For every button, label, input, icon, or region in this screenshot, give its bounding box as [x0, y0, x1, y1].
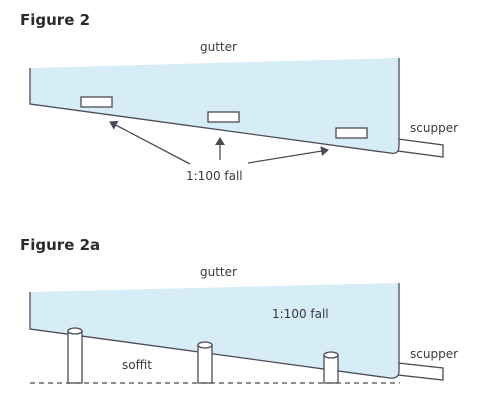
figure-2-outlet-2	[207, 111, 240, 123]
figure-2a-gutter-body	[29, 283, 400, 379]
figure-2a-fall-label: 1:100 fall	[272, 307, 329, 321]
figure-2-outlet-3	[335, 127, 368, 139]
figure-2-gutter-label: gutter	[200, 40, 237, 54]
figure-2-title: Figure 2	[20, 11, 91, 29]
figure-2-diagram: gutter scupper 1:100 fall	[29, 40, 458, 183]
figure-2a-downpipe-1	[67, 327, 83, 384]
figure-2a-scupper-label: scupper	[410, 347, 458, 361]
figure-2a-downpipe-2	[197, 341, 213, 384]
figure-2-fall-label: 1:100 fall	[186, 169, 243, 183]
figure-2a-diagram: gutter scupper 1:100 fall soffit	[29, 265, 458, 384]
figure-2a-scupper-pipe	[397, 362, 444, 381]
figure-2a-downpipe-3	[323, 351, 339, 384]
figure-2a-title: Figure 2a	[20, 236, 101, 254]
figure-2-arrow-right	[247, 146, 329, 164]
figure-2-outlet-1	[80, 96, 113, 108]
figure-2-gutter-body	[29, 58, 400, 154]
figure-2a-soffit-label: soffit	[122, 358, 152, 372]
figure-2-scupper-pipe	[397, 138, 444, 158]
figure-2-scupper-label: scupper	[410, 121, 458, 135]
figure-2a-gutter-label: gutter	[200, 265, 237, 279]
figure-2-arrow-left	[109, 120, 191, 165]
